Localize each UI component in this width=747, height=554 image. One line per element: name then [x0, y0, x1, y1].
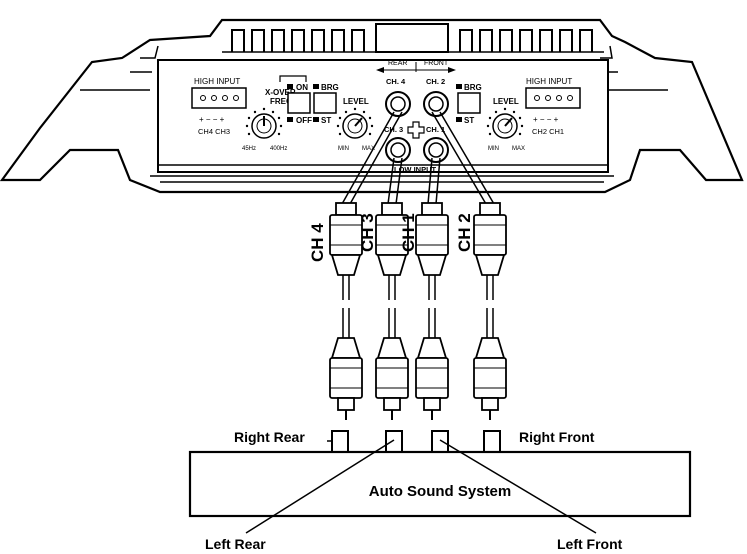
rca-jack-ch1[interactable]: [423, 137, 449, 163]
rca-cable-ch2: [473, 202, 507, 420]
cable-label-ch1: CH 1: [399, 213, 418, 252]
output-jack-right-rear[interactable]: [331, 430, 349, 453]
high-input-connector[interactable]: [191, 87, 247, 109]
high-input-right-label: HIGH INPUT: [526, 77, 572, 86]
amp-cables: [341, 111, 495, 205]
level-right-min-label: MIN: [488, 146, 499, 152]
polarity-label: + − − +: [199, 115, 225, 124]
low-input-jacks: CH. 4 CH. 3 CH. 2 CH. 1 LOW INPUT: [384, 77, 449, 174]
ch2-jack-label: CH. 2: [426, 77, 445, 86]
bridge-switch-right-group: BRG ST: [456, 83, 482, 125]
xover-on-off-switch[interactable]: [287, 92, 311, 114]
rca-jack-ch2[interactable]: [423, 91, 449, 117]
high-input-right: HIGH INPUT + − − + CH2 CH1: [525, 77, 581, 136]
front-panel: [157, 59, 609, 173]
level-right-max-label: MAX: [512, 146, 525, 152]
cable-label-ch3: CH 3: [358, 213, 377, 252]
switch-off-label: OFF: [296, 116, 312, 125]
output-jack-right-front[interactable]: [483, 430, 501, 453]
channel-right-label: CH2 CH1: [532, 127, 564, 136]
high-input-label: HIGH INPUT: [194, 77, 240, 86]
channel-label: CH4 CH3: [198, 127, 230, 136]
level-right-label: LEVEL: [493, 97, 519, 106]
left-rear-label: Left Rear: [205, 536, 266, 552]
rear-front-indicator: REAR FRONT: [376, 60, 456, 73]
xover-label: X-OVER: [265, 88, 296, 97]
heatsink-fins: [80, 23, 668, 91]
freq-label: FREQ: [270, 97, 292, 106]
output-jack-left-front[interactable]: [431, 430, 449, 453]
st-label: ST: [321, 116, 331, 125]
low-input-label: LOW INPUT: [394, 165, 436, 174]
head-unit-title: Auto Sound System: [369, 483, 512, 500]
center-cross-icon: [407, 121, 425, 139]
bridge-switch-left[interactable]: [313, 92, 337, 114]
rca-jack-ch4[interactable]: [385, 91, 411, 117]
xover-knob[interactable]: [251, 113, 277, 139]
head-unit-box: [188, 450, 692, 518]
xover-knob-group: X-OVER FREQ 45Hz 400Hz: [242, 88, 296, 152]
cable-label-ch2: CH 2: [455, 213, 474, 252]
output-jack-left-rear[interactable]: [385, 430, 403, 453]
high-input-right-connector[interactable]: [525, 87, 581, 109]
st-right-label: ST: [464, 116, 474, 125]
amplifier: [0, 18, 744, 194]
bridge-switch-right[interactable]: [457, 92, 481, 114]
level-left-group: LEVEL MIN MAX: [336, 97, 375, 152]
right-rear-label: Right Rear: [234, 429, 305, 445]
level-knob-left[interactable]: [342, 113, 368, 139]
level-right-group: LEVEL MIN MAX: [486, 97, 525, 152]
level-knob-right[interactable]: [492, 113, 518, 139]
brg-right-label: BRG: [464, 83, 482, 92]
front-label: FRONT: [424, 60, 449, 67]
right-front-label: Right Front: [519, 429, 595, 445]
head-unit: Auto Sound System Right Rear Right Front…: [188, 429, 692, 552]
ch3-jack-label: CH. 3: [384, 125, 403, 134]
level-max-label: MAX: [362, 146, 375, 152]
ch1-jack-label: CH. 1: [426, 125, 445, 134]
crossover-switch-group: ON OFF BRG ST: [279, 75, 339, 125]
xover-max-label: 400Hz: [270, 146, 287, 152]
left-front-label: Left Front: [557, 536, 623, 552]
polarity-right-label: + − − +: [533, 115, 559, 124]
rear-label: REAR: [388, 60, 407, 67]
rca-cable-ch3: [375, 202, 409, 420]
rca-cable-ch4: [329, 202, 363, 420]
level-min-label: MIN: [338, 146, 349, 152]
rca-jack-ch3[interactable]: [385, 137, 411, 163]
xover-min-label: 45Hz: [242, 146, 256, 152]
rca-cable-ch1: [415, 202, 449, 420]
switch-on-label: ON: [296, 83, 308, 92]
high-input-left: HIGH INPUT + − − + CH4 CH3: [191, 77, 247, 136]
brg-label: BRG: [321, 83, 339, 92]
level-label: LEVEL: [343, 97, 369, 106]
ch4-jack-label: CH. 4: [386, 77, 406, 86]
cable-label-ch4: CH 4: [308, 223, 327, 262]
